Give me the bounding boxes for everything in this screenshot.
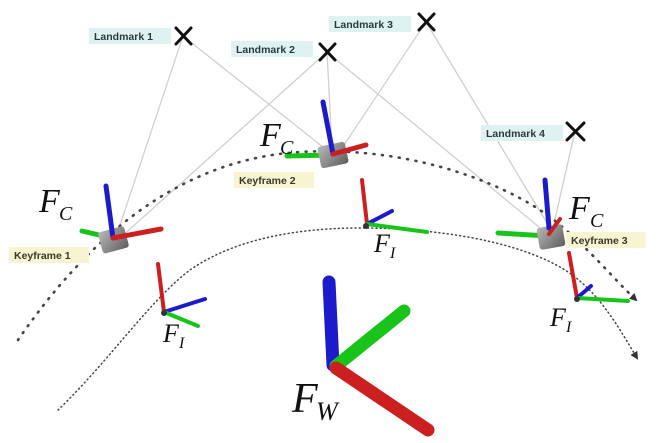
- imu-frame-1-main: F: [162, 319, 180, 348]
- landmark-1-label: Landmark 1: [94, 31, 153, 43]
- imu2-z-axis: [360, 178, 369, 226]
- obs-line-l2-k3: [326, 51, 546, 233]
- camera-frame-1-sub: C: [59, 203, 73, 225]
- imu1-origin: [161, 310, 167, 316]
- imu-frame-label-3: F I: [549, 303, 572, 336]
- keyframe-1-label: Keyframe 1: [14, 250, 71, 262]
- imu2-origin: [363, 223, 369, 229]
- landmark-4-marker: [565, 121, 586, 142]
- landmark-markers: [174, 12, 586, 142]
- landmark-4-label-group: Landmark 4: [481, 125, 563, 141]
- landmark-2-label-group: Landmark 2: [231, 41, 313, 57]
- camera-frame-1-main: F: [38, 183, 61, 220]
- camera-frame-label-2: F C: [259, 117, 294, 159]
- landmark-3-marker: [417, 12, 436, 32]
- keyframe-3-label: Keyframe 3: [571, 235, 628, 247]
- kf3-z-axis: [542, 177, 552, 231]
- landmark-1-label-group: Landmark 1: [89, 28, 171, 44]
- kf2-z-axis: [320, 99, 336, 157]
- imu-frame-label-1: F I: [162, 319, 185, 352]
- camera-frame-label-1: F C: [38, 183, 73, 225]
- obs-line-l1-k1: [114, 35, 184, 241]
- imu2-y-axis: [365, 222, 429, 234]
- world-z-axis: [322, 275, 340, 372]
- keyframe-2-label: Keyframe 2: [239, 175, 296, 187]
- keyframe-1-label-group: Keyframe 1: [9, 247, 89, 263]
- imu-trajectory: [57, 227, 639, 411]
- imu-frame-2-main: F: [373, 229, 391, 258]
- obs-line-l2-k1: [119, 51, 328, 239]
- obs-line-l3-k2: [341, 21, 427, 149]
- imu-frame-3: [567, 251, 630, 303]
- imu-frame-label-2: F I: [373, 229, 396, 262]
- camera-frame-2-sub: C: [280, 137, 294, 159]
- imu-frame-3-main: F: [549, 303, 567, 332]
- kf3-x-axis: [547, 217, 562, 236]
- camera-frame-3-main: F: [568, 190, 591, 227]
- keyframe-2-label-group: Keyframe 2: [234, 172, 314, 188]
- imu3-y-axis: [575, 296, 630, 303]
- imu1-y-axis: [162, 310, 200, 328]
- world-frame-main: F: [291, 376, 318, 422]
- landmark-1-marker: [174, 26, 193, 46]
- keyframe-3-pose: [495, 177, 566, 250]
- kf3-camera-body: [536, 224, 566, 250]
- imu-frame-2-sub: I: [389, 245, 396, 262]
- imu2-x-axis: [365, 209, 394, 226]
- imu-frame-3-sub: I: [565, 319, 572, 336]
- obs-line-l4-k3: [552, 130, 576, 229]
- imu1-x-axis: [162, 297, 207, 314]
- world-frame-sub: W: [316, 397, 340, 426]
- imu-frame-1-sub: I: [178, 335, 185, 352]
- world-y-axis: [329, 304, 411, 373]
- landmark-2-label: Landmark 2: [236, 44, 295, 56]
- world-frame-label: F W: [291, 376, 340, 426]
- keyframe-3-label-group: Keyframe 3: [566, 232, 646, 248]
- imu1-z-axis: [156, 262, 166, 314]
- kf1-z-axis: [103, 183, 116, 241]
- world-frame: [322, 275, 435, 437]
- landmark-3-label-group: Landmark 3: [329, 16, 411, 32]
- camera-frame-3-sub: C: [590, 210, 604, 232]
- imu3-origin: [574, 296, 580, 302]
- landmark-3-label: Landmark 3: [334, 19, 393, 31]
- landmark-4-label: Landmark 4: [486, 128, 545, 140]
- kf2-x-axis: [330, 142, 369, 157]
- imu3-z-axis: [567, 251, 579, 300]
- obs-line-l1-k2: [182, 35, 334, 156]
- landmark-2-marker: [318, 42, 337, 62]
- kf1-x-axis: [110, 226, 164, 241]
- camera-frame-2-main: F: [259, 117, 282, 154]
- imu-frame-1: [156, 262, 207, 328]
- keyframe-2-pose: [284, 99, 369, 169]
- keyframe-1-pose: [79, 183, 164, 254]
- world-x-axis: [329, 361, 435, 437]
- imu-frame-2: [360, 178, 429, 234]
- imu3-x-axis: [575, 284, 593, 300]
- camera-frame-label-3: F C: [568, 190, 604, 232]
